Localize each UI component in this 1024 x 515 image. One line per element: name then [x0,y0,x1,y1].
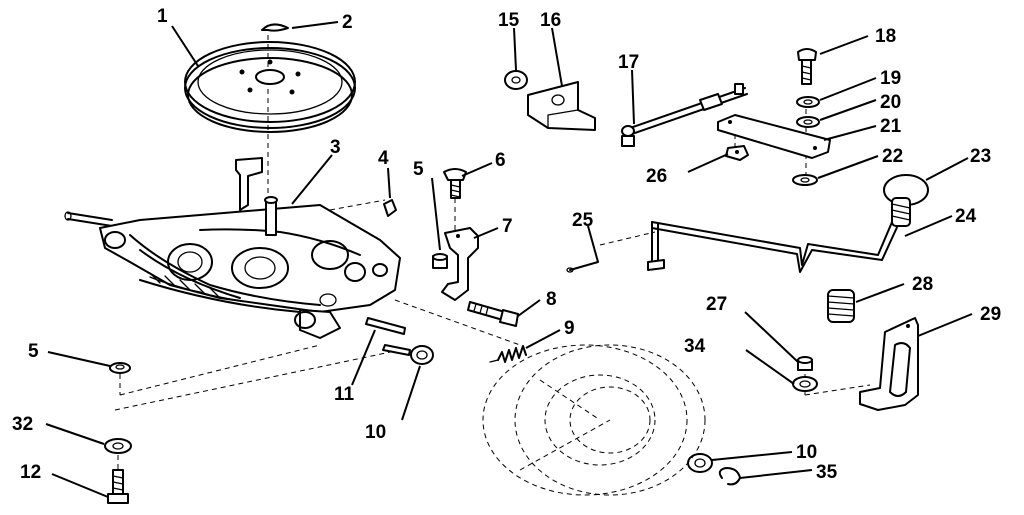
callout-7: 7 [502,216,513,237]
callout-2: 2 [342,12,353,33]
rod-part-17 [621,83,748,147]
washer-part-20 [796,116,820,128]
callout-23: 23 [970,146,991,167]
clip-part-35 [718,467,741,486]
washer-part-22 [792,174,818,186]
nut-part-5-lower [109,362,131,374]
plate-part-21 [717,114,831,159]
washer-part-19 [796,96,820,108]
pulley-part-1 [184,41,356,133]
spring-part-9 [489,345,527,363]
callout-19: 19 [880,68,901,89]
callout-18: 18 [875,26,896,47]
callout-34: 34 [684,336,706,357]
callout-8: 8 [546,289,557,310]
callout-35: 35 [816,462,838,483]
callout-3: 3 [330,137,341,158]
bracket-part-16 [527,81,596,131]
bolt-part-18 [797,48,817,85]
lever-part-24 [647,197,911,273]
transaxle-assembly [64,157,401,339]
bolt-part-12 [107,469,129,504]
washer-part-15 [504,70,528,90]
callout-32: 32 [12,414,33,435]
pin-part-25 [566,261,599,273]
nut-part-5-upper [432,253,448,269]
callout-6: 6 [495,150,506,171]
callout-26: 26 [646,166,667,187]
callout-10-upper: 10 [365,422,386,443]
callout-24: 24 [955,206,977,227]
pin-part-11 [365,317,411,356]
nut-part-26 [725,145,749,161]
callout-15: 15 [498,10,520,31]
tire-assembly [482,344,706,496]
washer-part-10-lower [687,453,713,473]
callout-11: 11 [334,384,355,405]
callout-12: 12 [20,462,41,483]
spring-part-28 [827,289,855,323]
leader-lines [45,21,973,498]
washer-part-34 [792,376,818,392]
callout-5-upper: 5 [413,159,424,180]
callout-27: 27 [706,294,727,315]
nut-part-27 [797,356,813,371]
clip-part-2 [261,23,289,32]
callout-10-lower: 10 [796,442,817,463]
bolt-part-6 [443,168,467,199]
cap-part-4 [383,199,397,217]
callout-28: 28 [912,274,933,295]
callout-20: 20 [880,92,901,113]
bolt-part-8 [467,301,519,327]
callout-4: 4 [378,148,389,169]
callout-21: 21 [880,116,902,137]
callout-17: 17 [618,52,639,73]
callout-labels: 1 2 3 4 5 6 7 8 9 10 11 5 32 12 15 16 17… [12,6,1001,483]
callout-9: 9 [564,318,575,339]
bracket-part-29 [859,317,919,411]
washer-part-10-upper [410,345,434,365]
callout-22: 22 [882,146,903,167]
callout-29: 29 [980,304,1001,325]
callout-5-lower: 5 [28,341,39,362]
callout-1: 1 [157,6,168,27]
callout-16: 16 [540,10,561,31]
washer-part-32 [104,438,132,454]
callout-25: 25 [572,210,594,231]
